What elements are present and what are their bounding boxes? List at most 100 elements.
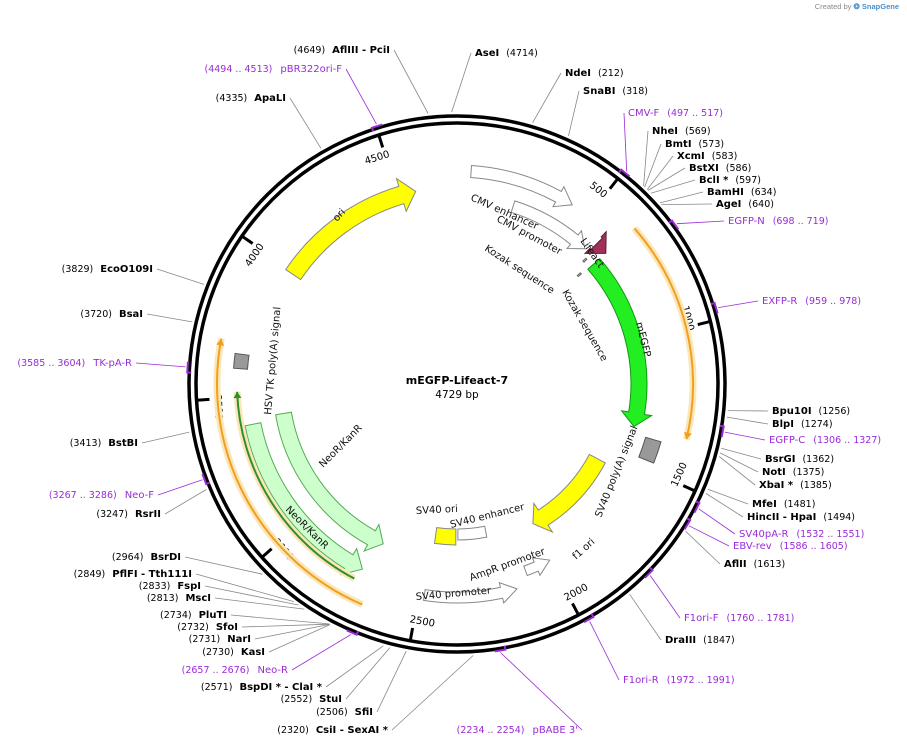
- primer-position: (2234 .. 2254): [457, 725, 525, 736]
- primer-site[interactable]: CMV-F(497 .. 517): [628, 108, 723, 119]
- restriction-site[interactable]: BsaI(3720): [80, 309, 143, 320]
- primer-site[interactable]: pBABE 3' (2234 .. 2254): [457, 725, 578, 736]
- site-position: (3720): [80, 309, 112, 320]
- primer-site[interactable]: TK-pA-R(3585 .. 3604): [17, 358, 132, 369]
- restriction-site[interactable]: EcoO109I(3829): [62, 264, 153, 275]
- primer-site[interactable]: F1ori-F(1760 .. 1781): [684, 613, 794, 624]
- site-leader-line: [204, 585, 299, 606]
- site-leader-line: [141, 431, 190, 444]
- restriction-site[interactable]: AgeI(640): [716, 199, 774, 210]
- restriction-site[interactable]: DraIII(1847): [665, 635, 735, 646]
- restriction-site[interactable]: CsiI - SexAI *(2320): [277, 725, 389, 736]
- site-name: BstXI: [689, 163, 719, 174]
- primer-site[interactable]: EGFP-N(698 .. 719): [728, 216, 828, 227]
- site-leader-line: [254, 624, 330, 640]
- restriction-site[interactable]: RsrII(3247): [96, 509, 161, 520]
- primer-leader-line: [676, 220, 725, 225]
- site-position: (583): [712, 151, 738, 162]
- site-name: ApaLI: [254, 93, 286, 104]
- restriction-site[interactable]: Bpu10I(1256): [772, 406, 850, 417]
- restriction-site[interactable]: SnaBI(318): [583, 86, 648, 97]
- restriction-site[interactable]: NarI(2731): [189, 634, 251, 645]
- plasmid-size: 4729 bp: [435, 389, 479, 401]
- site-leader-line: [156, 268, 205, 285]
- restriction-site[interactable]: NdeI(212): [565, 68, 624, 79]
- restriction-site[interactable]: HincII - HpaI(1494): [747, 512, 855, 523]
- primer-name: pBR322ori-F: [280, 64, 342, 75]
- neor-orf: [236, 391, 355, 580]
- site-name: NotI: [762, 467, 786, 478]
- restriction-site[interactable]: BspDI * - ClaI *(2571): [201, 682, 323, 693]
- restriction-site[interactable]: BmtI(573): [665, 139, 724, 150]
- site-leader-line: [214, 597, 305, 610]
- site-name: SfoI: [216, 622, 238, 633]
- restriction-site[interactable]: BstXI(586): [689, 163, 751, 174]
- restriction-site[interactable]: KasI(2730): [202, 647, 265, 658]
- restriction-site[interactable]: FspI(2833): [139, 581, 201, 592]
- primer-name: Neo-R: [258, 665, 289, 676]
- restriction-site[interactable]: MscI(2813): [147, 593, 211, 604]
- primer-position: (1972 .. 1991): [667, 675, 735, 686]
- restriction-site[interactable]: BamHI(634): [707, 187, 776, 198]
- cmv-enhancer-arrow: [470, 164, 573, 208]
- hsv-tk-orf-arrowhead: [216, 338, 225, 346]
- site-name: KasI: [241, 647, 265, 658]
- site-name: BlpI: [772, 419, 794, 430]
- f1-ori-arrow: [532, 453, 606, 534]
- site-position: (2552): [281, 694, 313, 705]
- primer-site[interactable]: Neo-F(3267 .. 3286): [49, 490, 154, 501]
- restriction-site[interactable]: ApaLI(4335): [216, 93, 286, 104]
- site-leader-line: [230, 614, 329, 625]
- restriction-site[interactable]: XcmI(583): [677, 151, 737, 162]
- primer-mark: [693, 500, 701, 514]
- primer-site[interactable]: SV40pA-R(1532 .. 1551): [739, 529, 864, 540]
- primer-mark: [644, 566, 654, 579]
- restriction-site[interactable]: PflFI - Tth111I(2849): [74, 569, 192, 580]
- primer-site[interactable]: pBR322ori-F(4494 .. 4513): [205, 64, 343, 75]
- restriction-site[interactable]: SfiI(2506): [316, 707, 373, 718]
- primer-site[interactable]: Neo-R(2657 .. 2676): [182, 665, 288, 676]
- restriction-site[interactable]: NotI(1375): [762, 467, 824, 478]
- primer-site[interactable]: EXFP-R(959 .. 978): [762, 296, 861, 307]
- restriction-site[interactable]: BsrGI(1362): [765, 454, 834, 465]
- site-position: (318): [622, 86, 648, 97]
- primer-mark: [186, 361, 192, 374]
- primer-mark: [710, 301, 719, 314]
- position-tick: [608, 177, 620, 190]
- primer-mark: [346, 629, 360, 636]
- restriction-site[interactable]: MfeI(1481): [752, 499, 815, 510]
- restriction-site[interactable]: XbaI *(1385): [759, 480, 832, 491]
- restriction-site[interactable]: AflIII - PciI (4649): [294, 45, 390, 56]
- restriction-site[interactable]: StuI(2552): [281, 694, 342, 705]
- site-position: (1847): [703, 635, 735, 646]
- site-name: AflIII - PciI: [332, 45, 390, 56]
- site-name: BspDI * - ClaI *: [239, 682, 322, 693]
- site-name: EcoO109I: [100, 264, 153, 275]
- restriction-site[interactable]: PluTI(2734): [160, 610, 227, 621]
- restriction-site[interactable]: SfoI (2732): [177, 622, 238, 633]
- primer-site[interactable]: EBV-rev(1586 .. 1605): [733, 541, 848, 552]
- site-position: (4649): [294, 45, 326, 56]
- restriction-site[interactable]: BstBI(3413): [70, 438, 138, 449]
- snapgene-credit: Created by ❂ SnapGene: [815, 2, 899, 11]
- primer-position: (1760 .. 1781): [726, 613, 794, 624]
- restriction-site[interactable]: BclI *(597): [699, 175, 761, 186]
- restriction-site[interactable]: AflII(1613): [724, 559, 785, 570]
- site-name: XbaI *: [759, 480, 794, 491]
- primer-site[interactable]: F1ori-R(1972 .. 1991): [623, 675, 735, 686]
- site-leader-line: [376, 651, 407, 713]
- restriction-site[interactable]: NheI(569): [652, 126, 711, 137]
- site-leader-line: [661, 203, 713, 205]
- site-leader-line: [659, 191, 704, 204]
- position-tick: [260, 547, 273, 559]
- primer-site[interactable]: EGFP-C(1306 .. 1327): [769, 435, 881, 446]
- site-name: NarI: [227, 634, 251, 645]
- site-leader-line: [184, 556, 263, 575]
- restriction-site[interactable]: BsrDI(2964): [112, 552, 181, 563]
- site-name: MscI: [185, 593, 211, 604]
- primer-name: pBABE 3': [532, 725, 578, 736]
- restriction-site[interactable]: BlpI(1274): [772, 419, 833, 430]
- site-position: (2732): [177, 622, 209, 633]
- restriction-site[interactable]: AseI(4714): [475, 48, 538, 59]
- site-name: AseI: [475, 48, 499, 59]
